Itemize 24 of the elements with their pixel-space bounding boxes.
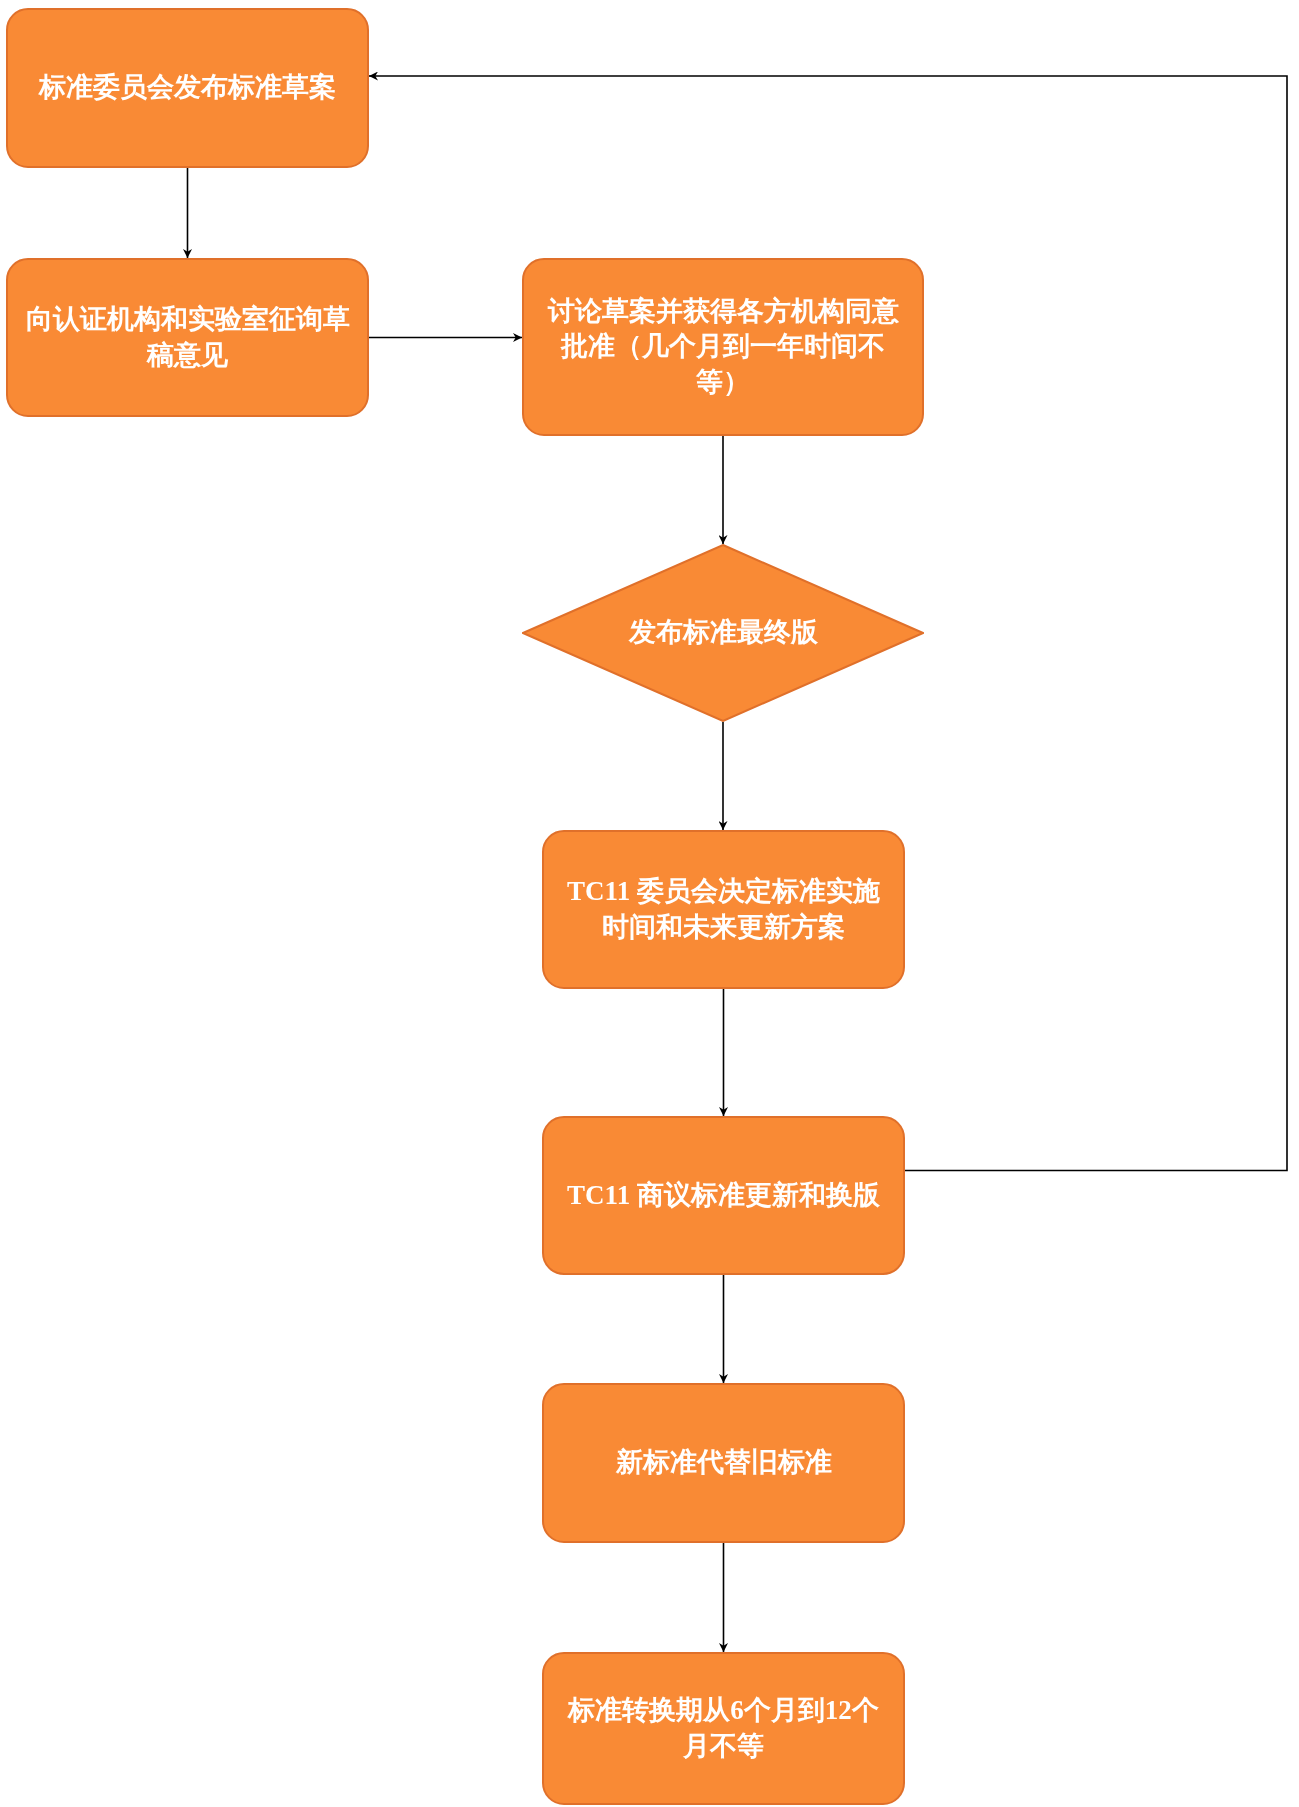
step-label: TC11 商议标准更新和换版 — [567, 1178, 880, 1212]
process-box — [6, 258, 369, 417]
arrow — [183, 167, 192, 259]
step-label: 发布标准最终版 — [628, 616, 818, 650]
process-box — [522, 258, 924, 436]
process-box — [6, 8, 369, 168]
arrow — [368, 333, 523, 342]
arrow — [719, 988, 728, 1117]
step-label: TC11 委员会决定标准实施时间和未来更新方案 — [566, 875, 881, 944]
decision-diamond — [522, 544, 924, 722]
step-label: 标准转换期从6个月到12个月不等 — [566, 1694, 880, 1763]
process-box — [542, 1116, 905, 1275]
arrow — [719, 1542, 728, 1653]
step-label: 新标准代替旧标准 — [615, 1446, 832, 1480]
step-label: 讨论草案并获得各方机构同意批准（几个月到一年时间不等） — [546, 295, 900, 399]
step-label: 向认证机构和实验室征询草稿意见 — [24, 303, 351, 372]
step-label: 标准委员会发布标准草案 — [39, 71, 336, 105]
process-box — [542, 830, 905, 989]
arrow — [718, 435, 728, 545]
process-box — [542, 1652, 905, 1805]
arrow — [718, 721, 728, 831]
arrow — [719, 1274, 728, 1384]
process-box — [542, 1383, 905, 1543]
arrow — [368, 71, 1288, 1172]
